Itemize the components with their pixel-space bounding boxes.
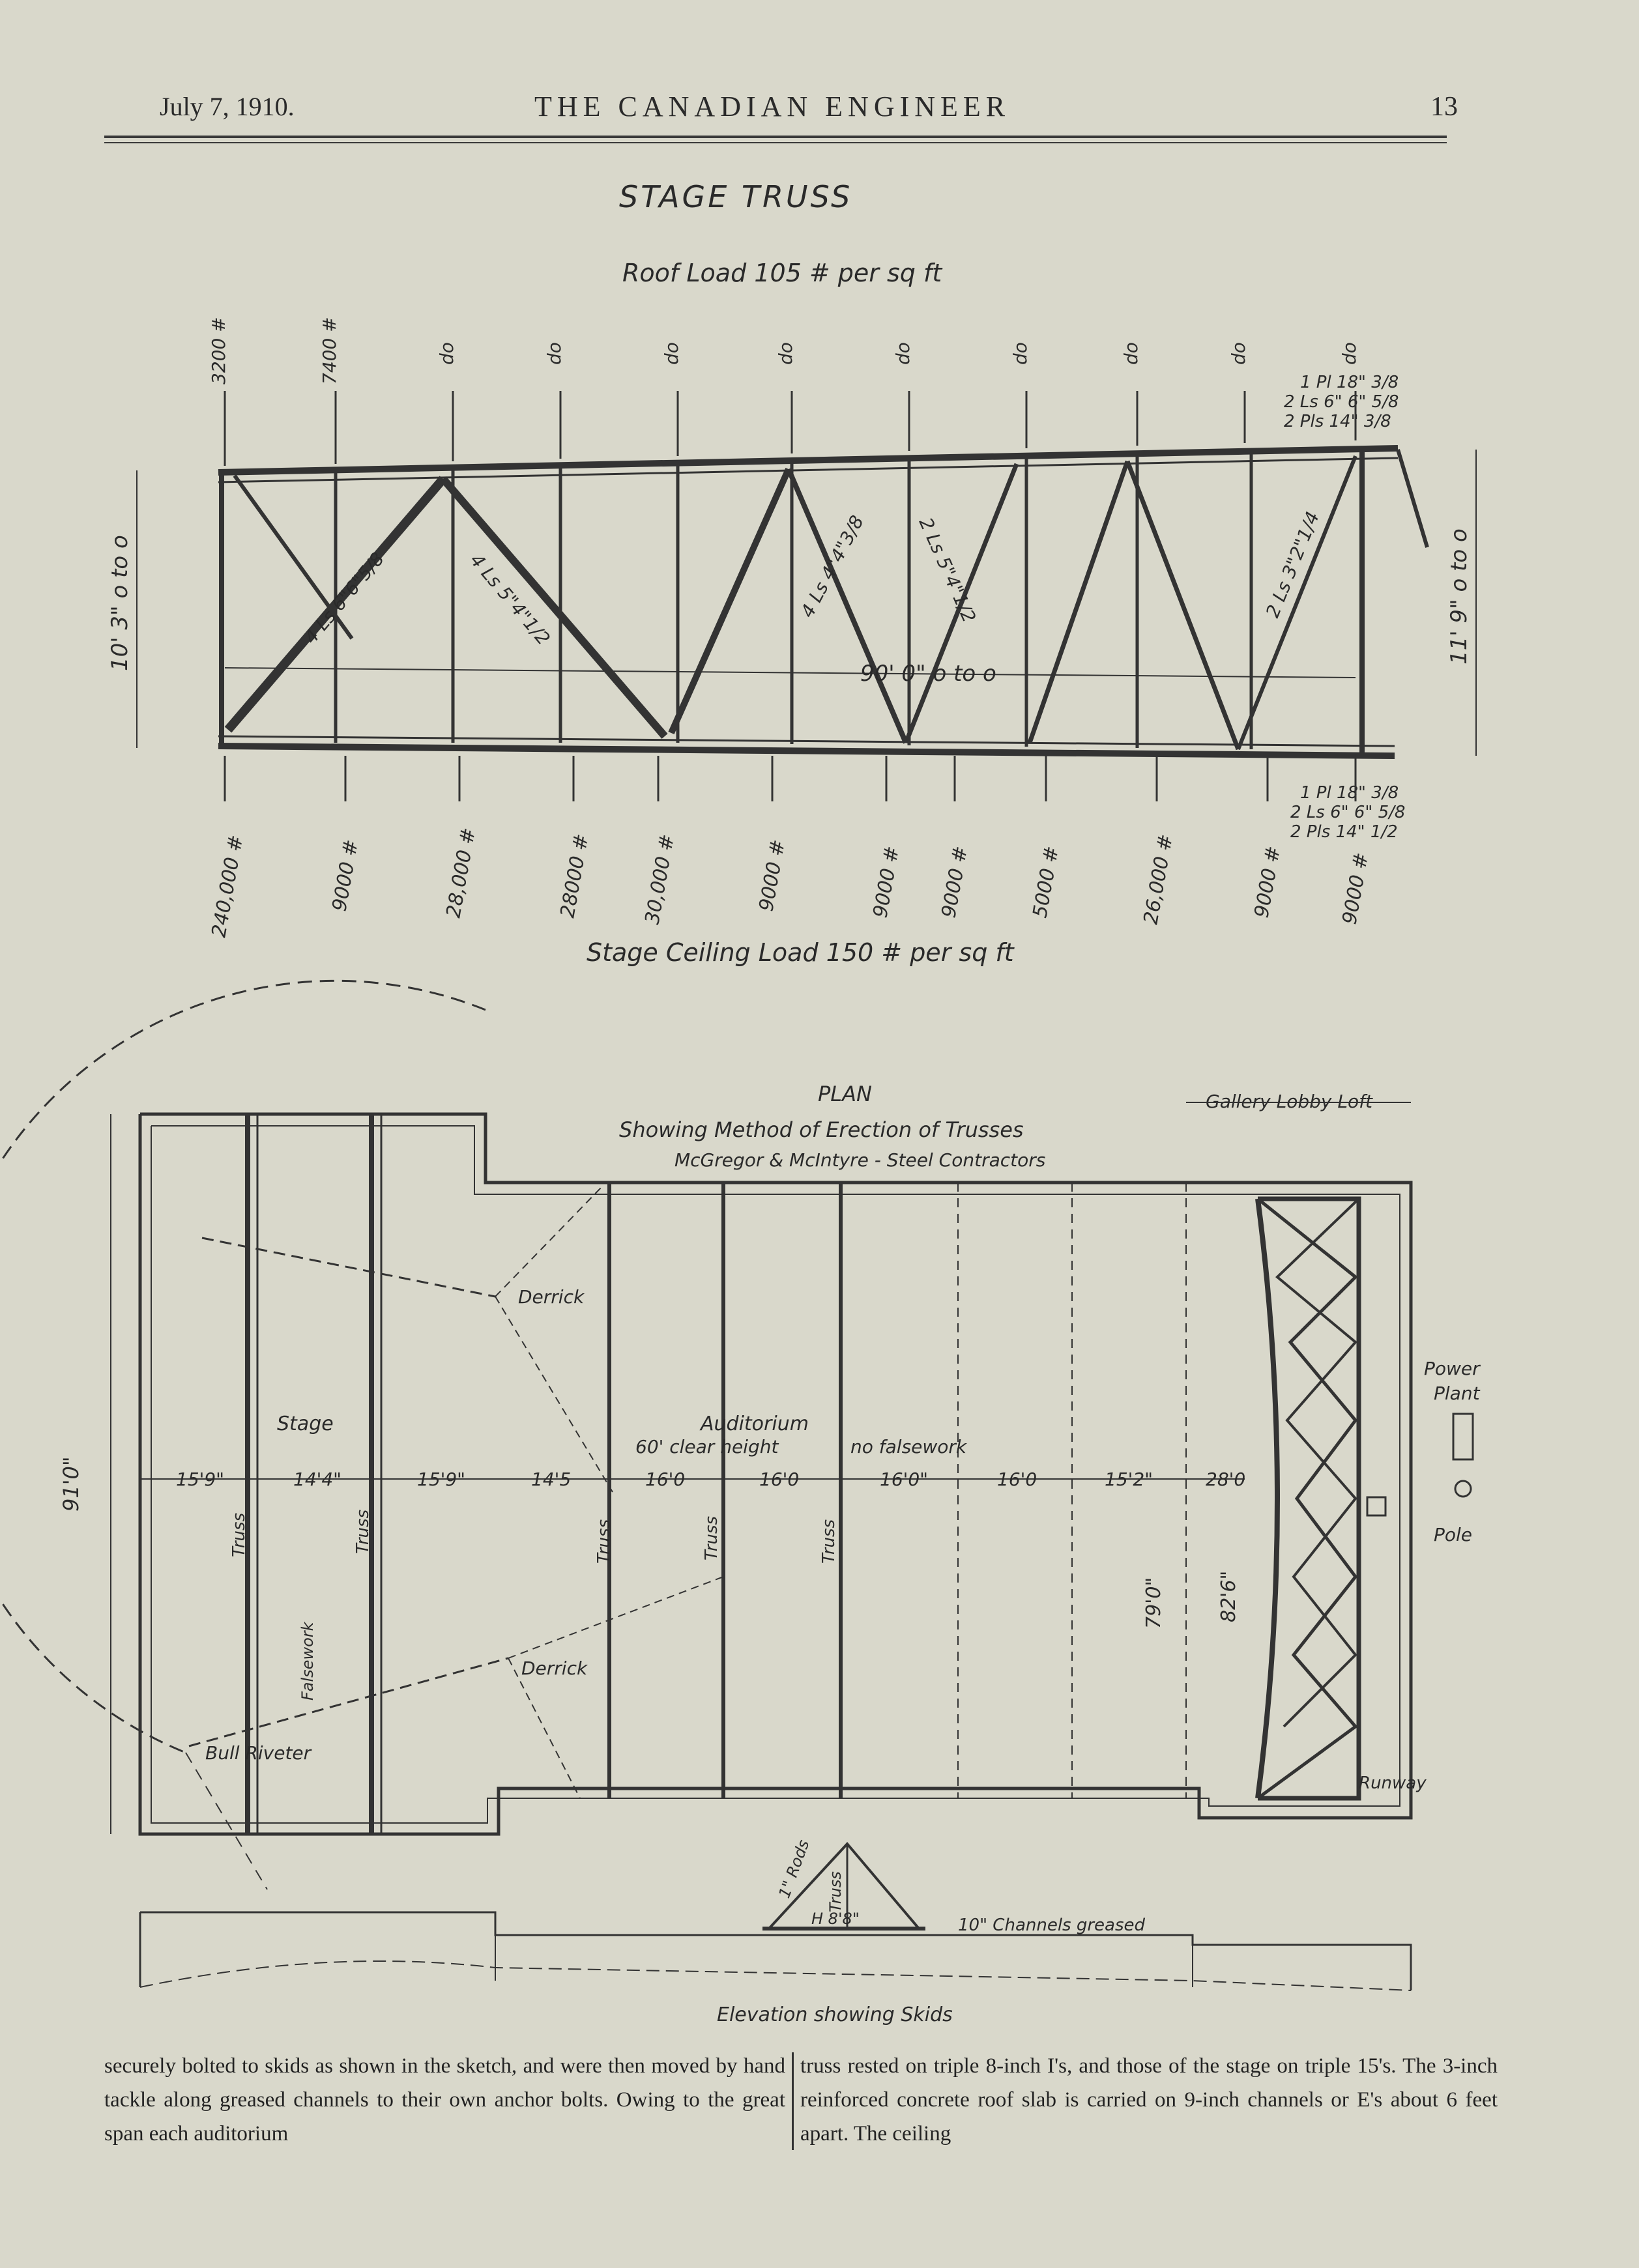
left-height-dimension: 10' 3" o to o xyxy=(107,535,133,671)
top-chord-note-1: 1 Pl 18" 3/8 xyxy=(1300,373,1399,392)
derrick-label-2: Derrick xyxy=(521,1658,588,1679)
member-label-1: 4 Ls 6"6"5/8 xyxy=(300,548,388,648)
no-falsework-note: no falsework xyxy=(850,1436,968,1457)
issue-date: July 7, 1910. xyxy=(160,92,295,121)
falsework-label: Falsework xyxy=(298,1621,317,1701)
member-label-2: 4 Ls 5"4"1/2 xyxy=(466,549,555,649)
header-rule-bottom xyxy=(104,142,1447,143)
bottom-load-1: 240,000 # xyxy=(207,833,248,939)
page-number: 13 xyxy=(1430,92,1458,122)
top-load-6: do xyxy=(775,342,796,365)
top-load-8: do xyxy=(1009,342,1031,365)
top-load-4: do xyxy=(544,342,565,365)
member-label-4: 2 Ls 5"4"1/2 xyxy=(915,514,980,625)
span-dimension: 90' 0" o to o xyxy=(860,661,996,687)
elevation-caption: Elevation showing Skids xyxy=(717,2003,953,2026)
bottom-load-7: 9000 # xyxy=(869,844,904,919)
plan-contractor: McGregor & McIntyre - Steel Contractors xyxy=(674,1149,1045,1171)
power-plant-label-1: Power xyxy=(1424,1358,1481,1379)
gallery-label: Gallery Lobby Loft xyxy=(1206,1091,1373,1112)
bull-riveter-label: Bull Riveter xyxy=(205,1742,312,1764)
dim-1: 15'9" xyxy=(176,1469,224,1490)
clear-height-note: 60' clear height xyxy=(635,1436,779,1457)
bottom-chord-note-1: 1 Pl 18" 3/8 xyxy=(1300,783,1399,803)
top-load-3: do xyxy=(436,342,457,365)
bottom-load-12: 9000 # xyxy=(1338,851,1373,926)
derrick-label-1: Derrick xyxy=(518,1286,585,1308)
bottom-chord-note-2: 2 Ls 6" 6" 5/8 xyxy=(1290,803,1405,822)
dim-4: 14'5 xyxy=(531,1469,571,1490)
bottom-load-2: 9000 # xyxy=(328,838,363,913)
dim-3: 15'9" xyxy=(417,1469,465,1490)
truss-label-1: Truss xyxy=(229,1513,249,1557)
dim-9: 15'2" xyxy=(1105,1469,1153,1490)
ceiling-load-label: Stage Ceiling Load 150 # per sq ft xyxy=(587,938,1015,967)
truss-elevation xyxy=(218,445,1429,759)
top-load-7: do xyxy=(892,342,914,365)
dim-5: 16'0 xyxy=(645,1469,685,1490)
dim-7: 16'0" xyxy=(880,1469,928,1490)
top-load-10: do xyxy=(1228,342,1249,365)
bottom-load-11: 9000 # xyxy=(1250,844,1285,919)
top-chord-note-2: 2 Ls 6" 6" 5/8 xyxy=(1284,392,1399,412)
truss-label-3: Truss xyxy=(594,1519,614,1564)
truss-label-2: Truss xyxy=(353,1510,373,1554)
bottom-load-6: 9000 # xyxy=(755,838,790,913)
truss-title: STAGE TRUSS xyxy=(619,179,852,214)
truss-label-4: Truss xyxy=(702,1516,721,1560)
plan-outline xyxy=(0,979,1474,1890)
bottom-chord-note-3: 2 Pls 14" 1/2 xyxy=(1290,822,1398,842)
bottom-load-arrows xyxy=(224,756,1357,801)
member-label-3: 4 Ls 4"4"3/8 xyxy=(796,512,868,622)
column-divider xyxy=(792,2052,794,2150)
roof-load-label: Roof Load 105 # per sq ft xyxy=(622,259,943,287)
bottom-load-4: 28000 # xyxy=(556,832,593,919)
top-load-11: do xyxy=(1339,342,1360,365)
top-load-5: do xyxy=(661,342,682,365)
right-height-dimension: 11' 9" o to o xyxy=(1446,528,1472,665)
rods-label: 1" Rods xyxy=(775,1837,813,1901)
beam-label: H 8'8" xyxy=(811,1910,860,1928)
bottom-load-9: 5000 # xyxy=(1028,844,1064,919)
member-label-5: 2 Ls 3"2"1/4 xyxy=(1262,509,1324,621)
dim-2: 14'4" xyxy=(293,1469,341,1490)
auditorium-label: Auditorium xyxy=(699,1413,809,1435)
header-rule-top xyxy=(104,136,1447,138)
journal-title: THE CANADIAN ENGINEER xyxy=(534,91,1011,122)
bottom-load-5: 30,000 # xyxy=(641,833,679,926)
dim-10: 28'0 xyxy=(1206,1469,1245,1490)
dim-8: 16'0 xyxy=(997,1469,1037,1490)
inner-height-1: 79'0" xyxy=(1142,1577,1165,1629)
runway-label: Runway xyxy=(1359,1773,1427,1793)
stage-label: Stage xyxy=(277,1413,334,1435)
plan-title: PLAN xyxy=(818,1082,872,1106)
elevation-truss-label: Truss xyxy=(826,1871,845,1912)
inner-height-2: 82'6" xyxy=(1217,1571,1240,1622)
body-left-column: securely bolted to skids as shown in the… xyxy=(104,2054,785,2146)
engineering-drawing: STAGE TRUSS Roof Load 105 # per sq ft xyxy=(0,179,1481,2026)
pole-label: Pole xyxy=(1434,1524,1472,1545)
top-load-arrows xyxy=(224,391,1357,466)
top-load-9: do xyxy=(1120,342,1142,365)
top-load-2: 7400 # xyxy=(319,317,340,384)
page-header: July 7, 1910. THE CANADIAN ENGINEER 13 xyxy=(0,85,1639,124)
dim-6: 16'0 xyxy=(759,1469,799,1490)
overall-height: 91'0" xyxy=(59,1456,83,1512)
bottom-load-10: 26,000 # xyxy=(1139,833,1178,926)
elevation-skids xyxy=(139,1841,1412,1991)
truss-label-5: Truss xyxy=(819,1519,839,1564)
body-right-column: truss rested on triple 8-inch I's, and t… xyxy=(800,2054,1498,2146)
top-chord-note-3: 2 Pls 14" 3/8 xyxy=(1284,412,1391,431)
top-load-1: 3200 # xyxy=(208,317,229,384)
channels-label: 10" Channels greased xyxy=(958,1916,1146,1935)
plan-subtitle: Showing Method of Erection of Trusses xyxy=(619,1117,1024,1142)
power-plant-label-2: Plant xyxy=(1434,1383,1481,1404)
bottom-load-8: 9000 # xyxy=(937,844,972,919)
bottom-load-3: 28,000 # xyxy=(442,826,480,920)
